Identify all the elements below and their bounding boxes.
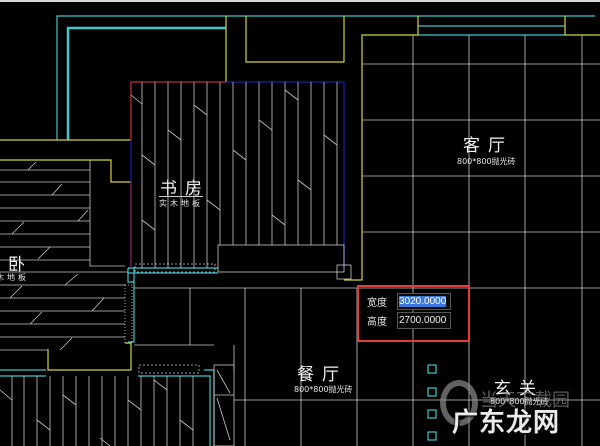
width-label: 宽度 [367, 298, 387, 309]
room-material-dining: 800*800抛光砖 [294, 385, 353, 394]
room-material-living: 800*800抛光砖 [457, 157, 516, 166]
room-label-foyer: 玄关 [494, 379, 544, 399]
room-material-foyer: 800*800抛光砖 [490, 397, 549, 406]
watermark-text: 广东龙网 [452, 408, 561, 438]
height-label: 高度 [367, 317, 387, 328]
width-row: 宽度 3020.0000 [367, 293, 451, 310]
room-material-bedroom: 木地板 [0, 273, 29, 282]
height-input[interactable]: 2700.0000 [397, 312, 451, 329]
window-top-edge [0, 0, 600, 2]
room-material-study: 实木地板 [159, 196, 203, 209]
height-row: 高度 2700.0000 [367, 312, 451, 329]
width-input[interactable]: 3020.0000 [397, 293, 451, 310]
watermark-background-text: 当天下载园 [480, 390, 570, 411]
room-label-study: 书房 [160, 179, 210, 199]
room-label-dining: 餐厅 [297, 365, 347, 385]
width-value: 3020.0000 [399, 296, 447, 307]
watermark-logo-icon [440, 380, 478, 426]
room-label-bedroom: 卧 [8, 255, 33, 275]
room-label-living: 客厅 [463, 136, 513, 156]
dynamic-input-highlight: 宽度 3020.0000 高度 2700.0000 [357, 285, 470, 342]
